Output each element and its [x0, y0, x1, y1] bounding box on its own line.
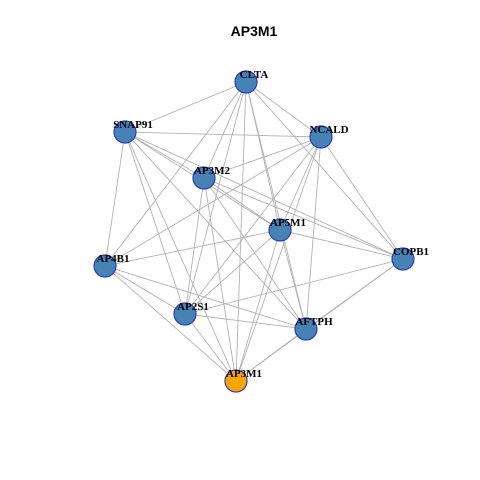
edge-ap5m1-ap2s1: [184, 229, 281, 315]
node-label: COPB1: [393, 246, 429, 258]
edge-snap91-ap3m2: [124, 131, 205, 179]
edge-ap5m1-aftph: [279, 229, 307, 330]
edge-clta-ap3m1: [235, 81, 247, 382]
edge-ncald-ap3m1: [235, 136, 322, 382]
edge-snap91-ap3m1: [124, 131, 237, 382]
node-circle[interactable]: [309, 125, 333, 149]
edge-clta-snap91: [124, 81, 247, 133]
edge-ap3m2-ap3m1: [203, 177, 237, 382]
edge-ncald-ap4b1: [104, 136, 322, 267]
node-circle[interactable]: [268, 218, 292, 242]
node-copb1[interactable]: COPB1: [391, 246, 429, 271]
node-circle[interactable]: [224, 369, 248, 393]
edge-aftph-ap3m1: [235, 328, 307, 382]
edge-ap2s1-aftph: [184, 313, 307, 330]
edge-clta-aftph: [245, 81, 307, 330]
node-label: SNAP91: [113, 119, 153, 131]
edges-layer: [104, 81, 404, 382]
node-circle[interactable]: [173, 302, 197, 326]
node-label: NCALD: [309, 124, 348, 136]
edge-ap4b1-ap3m1: [104, 265, 237, 382]
edge-clta-ncald: [245, 81, 322, 138]
edge-ncald-aftph: [305, 136, 322, 330]
node-label: CLTA: [240, 69, 269, 81]
edge-snap91-ncald: [124, 131, 322, 138]
edge-ap4b1-aftph: [104, 265, 307, 330]
node-label: AP3M2: [194, 165, 231, 177]
edge-clta-ap3m2: [203, 81, 247, 179]
node-aftph[interactable]: AFTPH: [294, 316, 333, 341]
edge-ap3m2-ap5m1: [203, 177, 281, 231]
edge-clta-ap2s1: [184, 81, 247, 315]
node-circle[interactable]: [93, 254, 117, 278]
node-circle[interactable]: [294, 317, 318, 341]
node-circle[interactable]: [234, 70, 258, 94]
edge-clta-copb1: [245, 81, 404, 260]
edge-ap2s1-ap3m1: [184, 313, 237, 382]
node-label: AP5M1: [270, 217, 306, 229]
edge-ncald-copb1: [320, 136, 404, 260]
node-snap91[interactable]: SNAP91: [113, 119, 153, 144]
node-circle[interactable]: [192, 166, 216, 190]
edge-ap5m1-ap4b1: [104, 229, 281, 267]
edge-ncald-ap5m1: [279, 136, 322, 231]
edge-ap3m2-ap2s1: [184, 177, 205, 315]
edge-ap3m2-aftph: [203, 177, 307, 330]
node-ap4b1[interactable]: AP4B1: [93, 253, 130, 278]
edge-ncald-ap2s1: [184, 136, 322, 315]
node-ap3m1[interactable]: AP3M1: [224, 368, 262, 393]
edge-snap91-ap2s1: [124, 131, 186, 315]
edge-ap5m1-copb1: [279, 229, 404, 260]
edge-snap91-ap4b1: [104, 131, 126, 267]
node-ap2s1[interactable]: AP2S1: [173, 301, 209, 326]
edge-ncald-ap3m2: [203, 136, 322, 179]
node-label: AP2S1: [177, 301, 209, 313]
edge-copb1-ap2s1: [184, 258, 404, 315]
node-label: AP4B1: [97, 253, 130, 265]
edge-snap91-aftph: [124, 131, 307, 330]
edge-clta-ap4b1: [104, 81, 247, 267]
edge-ap4b1-ap2s1: [104, 265, 186, 315]
node-ncald[interactable]: NCALD: [309, 124, 349, 149]
edge-ap3m2-copb1: [203, 177, 404, 260]
edge-ap5m1-ap3m1: [235, 229, 281, 382]
edge-snap91-copb1: [124, 131, 404, 260]
node-circle[interactable]: [113, 120, 137, 144]
node-ap5m1[interactable]: AP5M1: [268, 217, 306, 242]
graph-title: AP3M1: [231, 23, 278, 39]
node-circle[interactable]: [391, 247, 415, 271]
node-clta[interactable]: CLTA: [234, 69, 269, 94]
node-label: AFTPH: [295, 316, 333, 328]
node-ap3m2[interactable]: AP3M2: [192, 165, 231, 190]
node-label: AP3M1: [226, 368, 262, 380]
